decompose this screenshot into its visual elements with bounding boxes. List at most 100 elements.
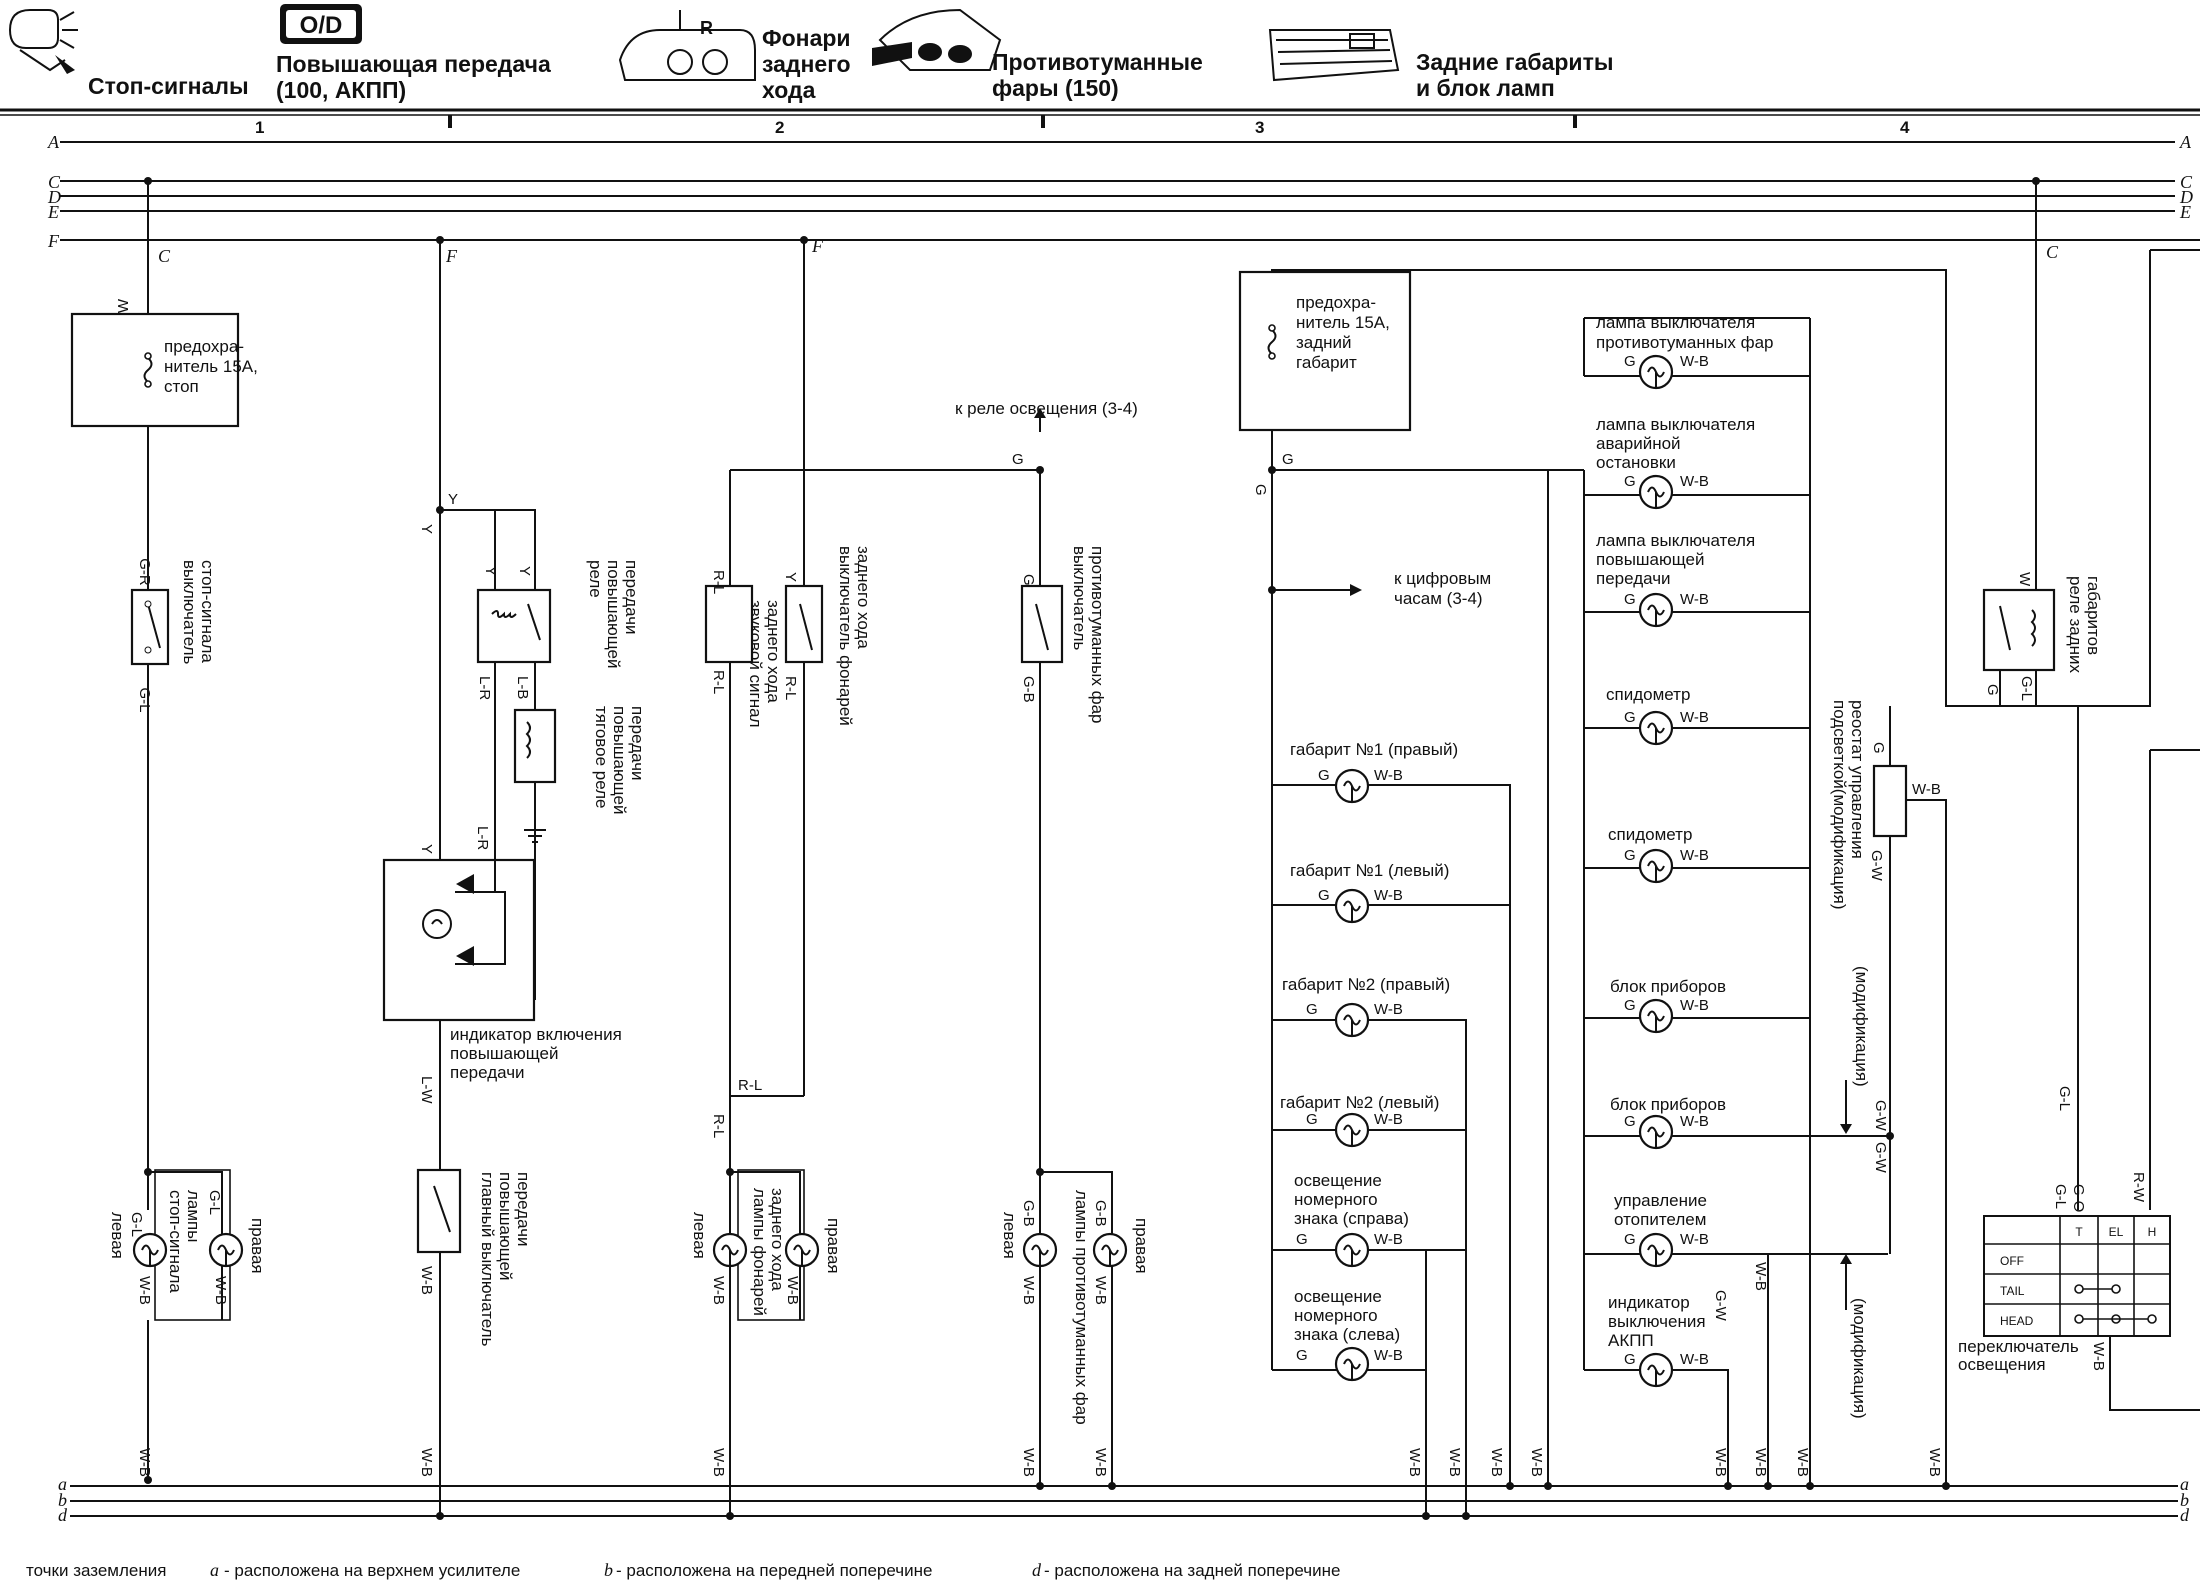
svg-text:G: G xyxy=(1318,887,1330,904)
svg-text:G-W: G-W xyxy=(1872,1100,1889,1132)
svg-text:левая: левая xyxy=(690,1212,709,1259)
svg-text:R-L: R-L xyxy=(710,1114,727,1138)
dimmer-rheostat xyxy=(1872,764,1908,838)
stop-fuse-label-2: нитель 15А, xyxy=(164,357,258,376)
svg-text:Y: Y xyxy=(516,566,533,576)
svg-text:лампа выключателя: лампа выключателя xyxy=(1596,313,1755,332)
reverse-lamp-right xyxy=(784,1232,820,1268)
svg-text:W-B: W-B xyxy=(1680,591,1709,608)
svg-text:G: G xyxy=(1870,742,1887,754)
svg-text:Y: Y xyxy=(482,566,499,576)
svg-text:G-L: G-L xyxy=(136,687,153,712)
svg-text:правая: правая xyxy=(1132,1218,1151,1274)
heater-control-lamp xyxy=(1638,1232,1674,1268)
od-main-switch xyxy=(416,1168,462,1254)
svg-text:G: G xyxy=(1624,1113,1636,1130)
svg-text:G-L: G-L xyxy=(2056,1086,2073,1111)
stop-light-icon xyxy=(8,9,78,74)
svg-text:W-B: W-B xyxy=(1374,1001,1403,1018)
svg-text:W-B: W-B xyxy=(1374,887,1403,904)
svg-text:реле: реле xyxy=(586,560,605,598)
svg-text:T: T xyxy=(2075,1225,2083,1239)
svg-text:Y: Y xyxy=(418,844,435,854)
svg-text:G-W: G-W xyxy=(1872,1142,1889,1174)
svg-text:L-R: L-R xyxy=(474,826,491,850)
stop-switch xyxy=(130,588,170,666)
svg-text:G-W: G-W xyxy=(1712,1290,1729,1322)
reverse-lamp-left xyxy=(712,1232,748,1268)
svg-text:знака (слева): знака (слева) xyxy=(1294,1325,1400,1344)
od-switch-lamp xyxy=(1638,592,1674,628)
stop-fuse-box xyxy=(70,312,240,428)
svg-text:W-B: W-B xyxy=(1374,767,1403,784)
svg-text:W-B: W-B xyxy=(212,1276,229,1305)
header-rev-1: Фонари xyxy=(762,25,851,51)
svg-text:G: G xyxy=(1296,1231,1308,1248)
svg-text:задний: задний xyxy=(1296,333,1352,352)
stop-switch-label-1: выключатель xyxy=(180,560,199,665)
svg-text:G-W: G-W xyxy=(1868,850,1885,882)
rail-label-D-right: D xyxy=(2179,187,2193,207)
stop-branch-C: C xyxy=(158,246,171,266)
svg-text:W-B: W-B xyxy=(1712,1448,1729,1477)
fog-lamp-right xyxy=(1092,1232,1128,1268)
instrument-lamp-1 xyxy=(1638,998,1674,1034)
svg-text:повышающей: повышающей xyxy=(496,1172,515,1281)
svg-text:габарит №2 (правый): габарит №2 (правый) xyxy=(1282,975,1450,994)
svg-text:повышающей: повышающей xyxy=(1596,550,1705,569)
svg-text:G-B: G-B xyxy=(1020,1200,1037,1227)
header-od-title-2: (100, АКПП) xyxy=(276,77,406,103)
svg-text:G-O: G-O xyxy=(2070,1184,2087,1212)
svg-text:W-B: W-B xyxy=(1680,473,1709,490)
svg-text:передачи: передачи xyxy=(514,1172,533,1247)
svg-text:передачи: передачи xyxy=(628,706,647,781)
section-2-number: 2 xyxy=(775,118,784,137)
svg-text:а: а xyxy=(210,1560,219,1580)
tail-light-icon xyxy=(1268,29,1400,82)
svg-text:G: G xyxy=(1624,591,1636,608)
svg-text:W-B: W-B xyxy=(418,1448,435,1477)
svg-text:Y: Y xyxy=(448,491,458,508)
svg-text:W-B: W-B xyxy=(710,1276,727,1305)
svg-text:номерного: номерного xyxy=(1294,1306,1378,1325)
section-3-number: 3 xyxy=(1255,118,1264,137)
svg-text:W-B: W-B xyxy=(1680,353,1709,370)
svg-text:W-B: W-B xyxy=(1680,1113,1709,1130)
svg-text:главный выключатель: главный выключатель xyxy=(478,1172,497,1347)
svg-text:d: d xyxy=(2180,1505,2190,1525)
svg-text:освещения: освещения xyxy=(1958,1355,2046,1374)
reverse-circuit: F Y R-L выключатель фонарей заднего хода… xyxy=(690,236,1040,1520)
svg-text:W-B: W-B xyxy=(1680,997,1709,1014)
footer: точки заземления а - расположена на верх… xyxy=(26,1560,1341,1580)
svg-text:повышающей: повышающей xyxy=(604,560,623,669)
svg-text:повышающей: повышающей xyxy=(450,1044,559,1063)
section-4-number: 4 xyxy=(1900,118,1910,137)
svg-text:L-W: L-W xyxy=(418,1076,435,1104)
svg-text:G-B: G-B xyxy=(1020,676,1037,703)
modification-note-2: (модификация) xyxy=(1850,1298,1869,1419)
stop-lamp-right-label: правая xyxy=(248,1218,267,1274)
svg-text:G: G xyxy=(1624,847,1636,864)
svg-text:W-B: W-B xyxy=(1680,1351,1709,1368)
stop-fuse-label-3: стоп xyxy=(164,377,199,396)
svg-text:к цифровым: к цифровым xyxy=(1394,569,1491,588)
svg-text:предохра-: предохра- xyxy=(1296,293,1376,312)
svg-text:Y: Y xyxy=(418,524,435,534)
svg-text:номерного: номерного xyxy=(1294,1190,1378,1209)
svg-text:b: b xyxy=(2180,1490,2189,1510)
tail-lamp-2-left xyxy=(1334,1112,1370,1148)
svg-text:освещение: освещение xyxy=(1294,1287,1382,1306)
svg-text:лампы противотуманных фар: лампы противотуманных фар xyxy=(1072,1190,1091,1425)
svg-text:реле задних: реле задних xyxy=(2066,576,2085,673)
license-lamp-right xyxy=(1334,1232,1370,1268)
tail-relay xyxy=(1982,588,2056,672)
rail-label-D: D xyxy=(47,187,61,207)
od-relay xyxy=(476,588,552,664)
stop-lamp-circuit: C W предохра- нитель 15А, стоп G-R выклю… xyxy=(70,177,267,1484)
header-stop-title: Стоп-сигналы xyxy=(88,73,249,99)
svg-text:W-B: W-B xyxy=(136,1448,153,1477)
svg-text:лампы фонарей: лампы фонарей xyxy=(750,1188,769,1316)
at-indicator-lamp xyxy=(1638,1352,1674,1388)
svg-text:W-B: W-B xyxy=(1374,1111,1403,1128)
svg-text:W-B: W-B xyxy=(1020,1276,1037,1305)
